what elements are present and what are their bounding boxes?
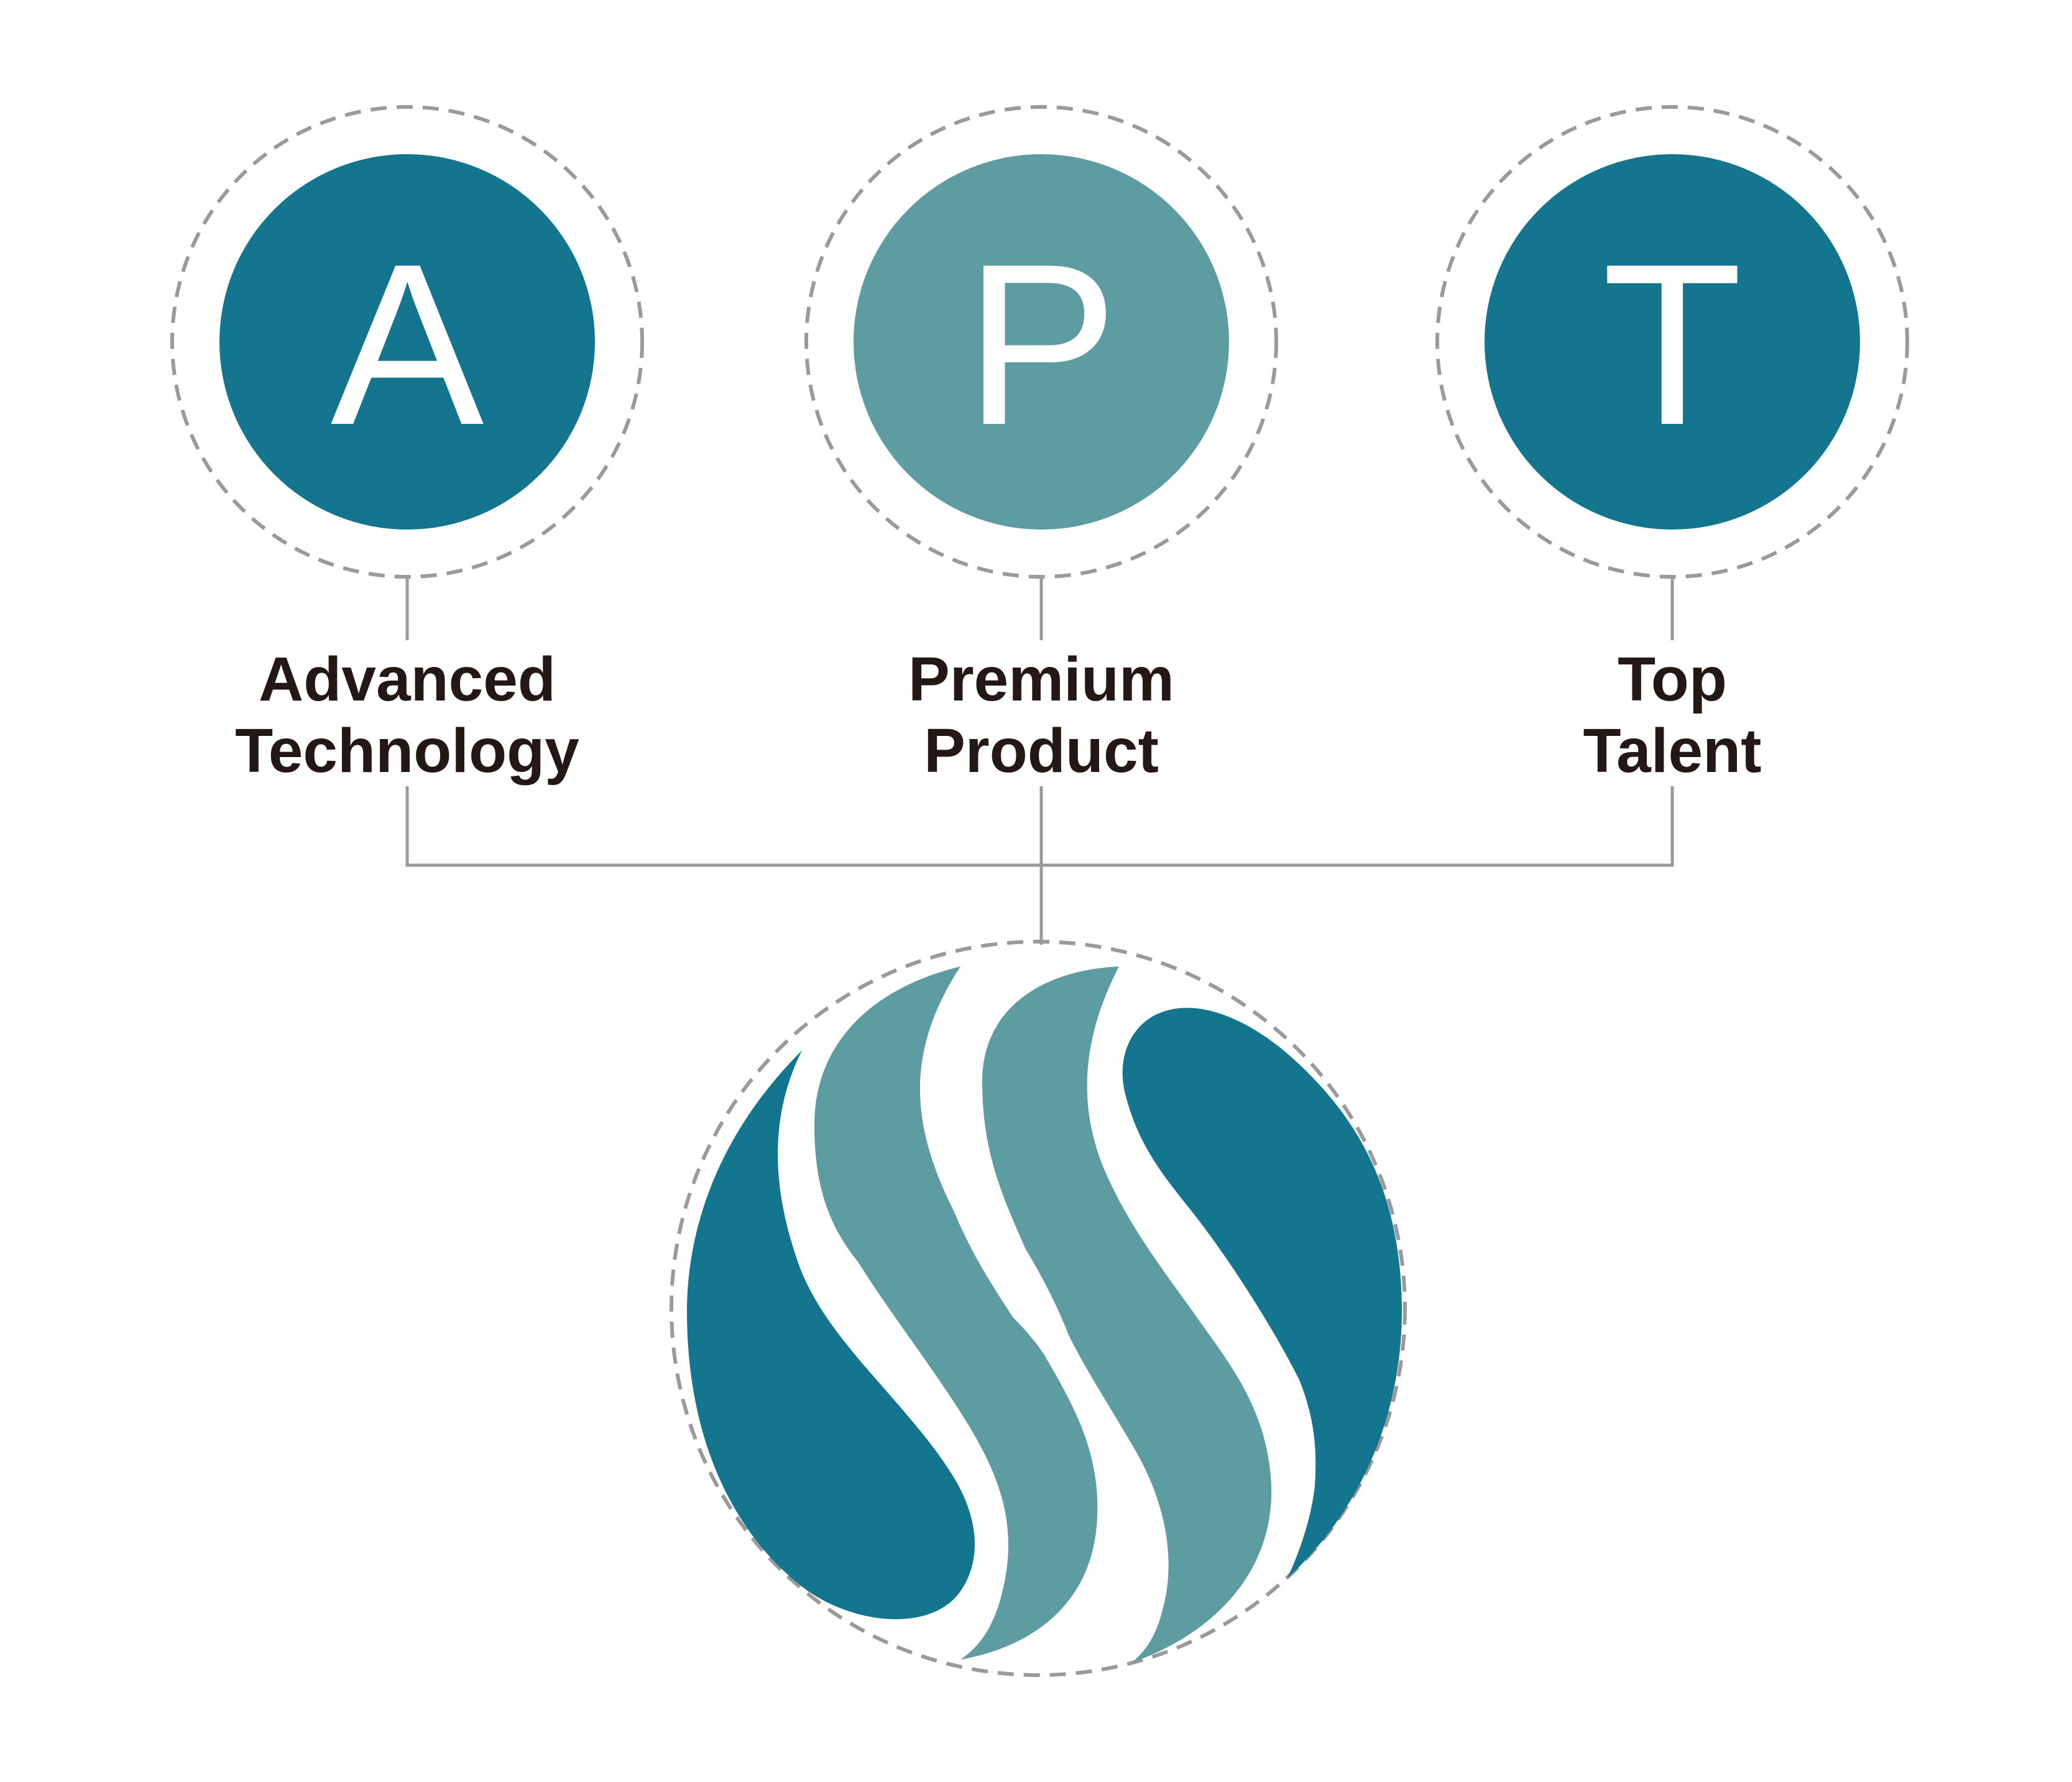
s-wave-logo xyxy=(670,940,1407,1677)
node-advanced-technology: A Advanced Technology xyxy=(170,105,644,786)
node-a-label-line1: Advanced xyxy=(259,645,556,714)
node-p-label-line1: Premium xyxy=(908,645,1174,714)
node-p-letter: P xyxy=(965,216,1118,473)
node-p-label-line2: Product xyxy=(924,716,1159,786)
node-t-circle xyxy=(1485,154,1860,530)
connector-lines xyxy=(405,577,1674,945)
node-t-letter: T xyxy=(1602,216,1743,473)
logo-left-stroke xyxy=(814,967,1098,1660)
node-a-letter: A xyxy=(331,216,486,473)
node-premium-product: P Premium Product xyxy=(804,105,1278,786)
node-t-label-line2: Talent xyxy=(1583,716,1761,786)
logo-left-lobe xyxy=(687,1050,975,1620)
node-a-label-line2: Technology xyxy=(235,716,579,786)
logo-right-stroke xyxy=(982,967,1272,1663)
node-t-label-line1: Top xyxy=(1618,645,1727,714)
logo-right-lobe xyxy=(1122,1008,1402,1579)
node-a-circle xyxy=(219,154,595,530)
node-p-circle xyxy=(854,154,1229,530)
node-top-talent: T Top Talent xyxy=(1435,105,1909,786)
logo-dashed-ring xyxy=(670,940,1407,1677)
